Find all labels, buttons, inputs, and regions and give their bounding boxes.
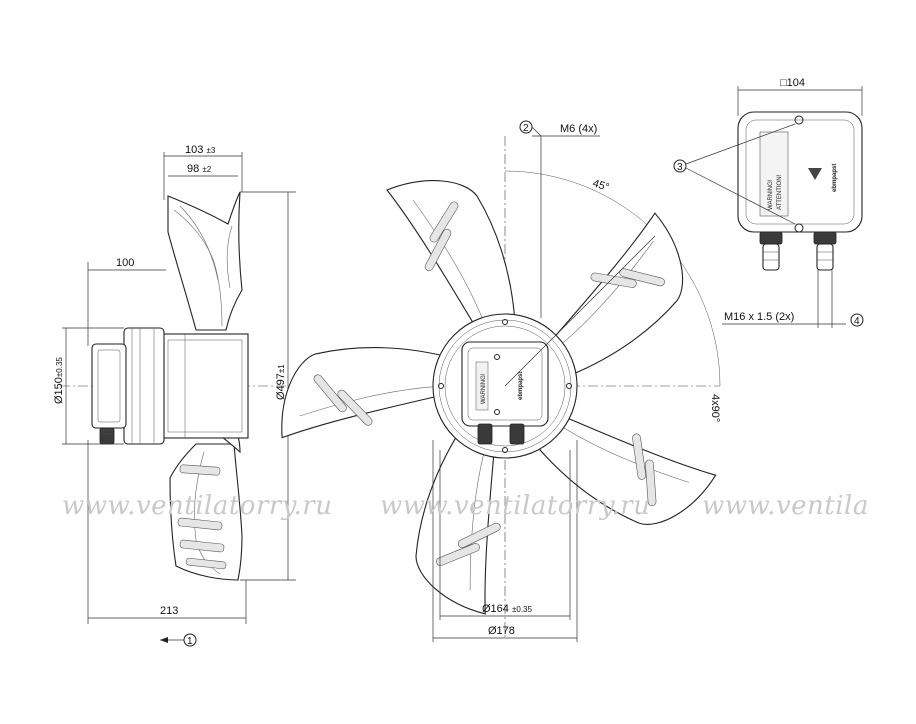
dim-m6-label: M6 (4x)	[560, 123, 597, 135]
side-upper-blade-edge	[226, 225, 233, 289]
side-lower-slot-4	[185, 557, 227, 570]
terminal-box-brand: ebmpapst	[832, 164, 838, 192]
terminal-box-screw-top	[794, 115, 804, 125]
terminal-box-attention: ATTENTION!	[777, 174, 783, 210]
terminal-box-gland-right-nut	[813, 231, 837, 245]
front-bolt-right	[566, 383, 572, 389]
front-terminal-box-lid	[467, 347, 543, 421]
terminal-box-label-plate	[759, 131, 789, 217]
dim-213-label: 213	[160, 605, 178, 617]
watermark: www.ventilatorry.ru www.ventilatorry.ru …	[62, 491, 869, 521]
side-lower-slot-1	[179, 464, 221, 476]
dim-98-label: 98 ±2	[187, 163, 212, 175]
dim-45-ray	[504, 235, 656, 387]
side-terminal-box	[91, 343, 127, 429]
callout-3-leader-bottom	[685, 167, 796, 225]
side-rotor	[161, 333, 249, 439]
front-bolt-bottom	[502, 447, 508, 453]
dim-4x90-label: 4x90°	[709, 394, 721, 422]
front-box-label	[475, 361, 489, 411]
terminal-box-gland-left-nut	[759, 231, 783, 245]
terminal-box-logo-icon	[808, 168, 822, 180]
side-lower-slot-2	[177, 517, 223, 531]
front-hub-inner	[444, 325, 566, 447]
dim-150-label: Ø150±0.35	[53, 357, 65, 404]
side-cable-gland-nut	[101, 429, 113, 435]
callout-4-label: 4	[854, 316, 860, 327]
terminal-box-screw-bottom	[794, 223, 804, 233]
front-bolt-top	[502, 319, 508, 325]
dim-m16-label: M16 x 1.5 (2x)	[724, 311, 794, 323]
side-motor-housing	[123, 327, 165, 445]
callout-2-label: 2	[523, 123, 529, 134]
front-blades	[281, 180, 717, 615]
terminal-box-view: □104 WARNING! ATTENTION! ebmpapst M16 x …	[673, 77, 864, 328]
front-bolt-left	[438, 383, 444, 389]
front-box-screw-1	[494, 354, 500, 360]
front-view: WARNING! ebmpapst M6 (4x) 2 45° 4x90° Ø1…	[281, 120, 721, 642]
dim-103-label: 103 ±3	[185, 144, 216, 156]
terminal-box-warning: WARNING!	[768, 179, 774, 210]
front-gland-1	[477, 423, 493, 445]
front-blade-5	[281, 346, 448, 439]
dim-178-label: Ø178	[488, 625, 515, 637]
side-view: 103 ±3 98 ±2 100 Ø150±0.35 Ø497±1 213 1	[53, 144, 296, 647]
watermark-text-2: www.ventilatorry.ru	[380, 491, 650, 521]
front-terminal-box	[461, 341, 549, 427]
callout-1-label: 1	[187, 636, 193, 647]
front-box-warning: WARNING!	[481, 373, 487, 404]
side-lower-slot-3	[179, 539, 225, 553]
callout-3-circle	[673, 159, 687, 173]
watermark-text-1: www.ventilatorry.ru	[62, 491, 332, 521]
terminal-box-body	[737, 111, 863, 233]
front-blade-2	[552, 212, 684, 377]
callout-3-label: 3	[677, 162, 683, 173]
callout-2-leader	[531, 126, 542, 137]
front-gland-2	[509, 423, 525, 445]
callout-4-circle	[850, 313, 864, 327]
callout-1-circle	[183, 633, 197, 647]
side-upper-blade	[167, 191, 243, 331]
front-box-brand: ebmpapst	[518, 372, 524, 400]
terminal-box-gland-right	[816, 243, 834, 271]
front-blade-4	[415, 431, 501, 615]
dim-164-label: Ø164 ±0.35	[482, 603, 532, 615]
front-blade-3	[533, 416, 717, 525]
dim-45-label: 45°	[591, 177, 611, 194]
side-terminal-box-lid	[97, 349, 121, 423]
callout-1-arrow	[160, 637, 168, 643]
side-rotor-inner	[167, 339, 243, 433]
dim-104-label: □104	[780, 77, 805, 89]
terminal-box-gland-left	[762, 243, 780, 271]
callout-3-leader-top	[685, 123, 796, 165]
side-upper-blade-rib	[173, 209, 223, 327]
watermark-text-3: www.ventila	[702, 491, 869, 521]
front-box-screw-2	[494, 409, 500, 415]
dim-497-label: Ø497±1	[275, 364, 287, 400]
side-upper-blade-rib-2	[179, 205, 219, 281]
dim-100-label: 100	[116, 257, 134, 269]
front-blade-1	[386, 180, 516, 327]
